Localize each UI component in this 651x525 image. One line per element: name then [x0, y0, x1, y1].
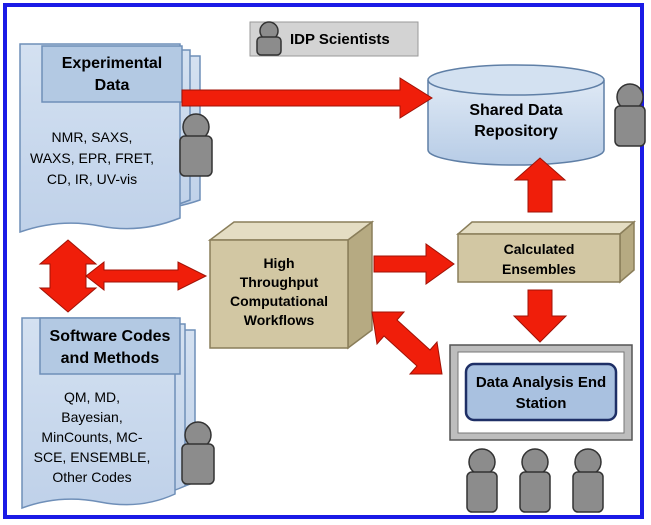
database-cylinder-icon	[427, 64, 605, 166]
person-icon	[519, 448, 551, 513]
arrow-workflows-station	[371, 311, 443, 375]
workflows-line-1: High	[263, 255, 294, 271]
software-line-4: SCE, ENSEMBLE,	[34, 449, 151, 465]
workflows-line-4: Workflows	[244, 312, 315, 328]
experimental-line-2: WAXS, EPR, FRET,	[30, 150, 154, 166]
ensembles-line-2: Ensembles	[502, 261, 576, 277]
legend-person-icon	[256, 21, 282, 56]
experimental-header	[41, 45, 183, 103]
experimental-title-line-1: Experimental	[62, 55, 162, 72]
workflows-line-3: Computational	[230, 293, 328, 309]
experimental-title-line-2: Data	[95, 77, 130, 94]
ensembles-line-1: Calculated	[504, 241, 575, 257]
legend: IDP Scientists	[249, 21, 419, 57]
software-header	[39, 317, 181, 375]
repository-line-1: Shared Data	[469, 102, 562, 119]
software-line-5: Other Codes	[52, 469, 131, 485]
software-line-1: QM, MD,	[64, 389, 120, 405]
person-icon	[614, 83, 646, 147]
arrow-ensembles-to-station	[512, 289, 568, 343]
experimental-line-1: NMR, SAXS,	[52, 129, 133, 145]
blue-border-frame	[3, 3, 644, 519]
experimental-data-document-stack	[19, 43, 201, 234]
arrow-experimental-to-repository	[181, 77, 433, 119]
station-line-1: Data Analysis End	[476, 374, 606, 391]
monitor-icon	[449, 344, 633, 441]
software-title-line-1: Software Codes	[50, 328, 171, 345]
person-icon	[466, 448, 498, 513]
cube-icon	[207, 220, 375, 350]
software-title-line-2: and Methods	[61, 350, 160, 367]
workflows-line-2: Throughput	[240, 274, 319, 290]
person-icon	[572, 448, 604, 513]
arrow-ensembles-to-repository	[513, 157, 567, 213]
person-icon	[181, 421, 215, 485]
person-icon	[179, 113, 213, 177]
arrow-inputs-to-workflows	[85, 260, 208, 292]
software-codes-document-stack	[21, 317, 196, 510]
station-line-2: Station	[516, 395, 567, 412]
repository-line-2: Repository	[474, 123, 558, 140]
software-line-3: MinCounts, MC-	[41, 429, 142, 445]
arrow-experimental-software	[38, 239, 98, 313]
legend-label: IDP Scientists	[290, 31, 390, 48]
arrow-workflows-to-ensembles	[373, 243, 455, 285]
experimental-line-3: CD, IR, UV-vis	[47, 171, 137, 187]
software-line-2: Bayesian,	[61, 409, 122, 425]
calculated-ensembles-box	[455, 220, 637, 284]
